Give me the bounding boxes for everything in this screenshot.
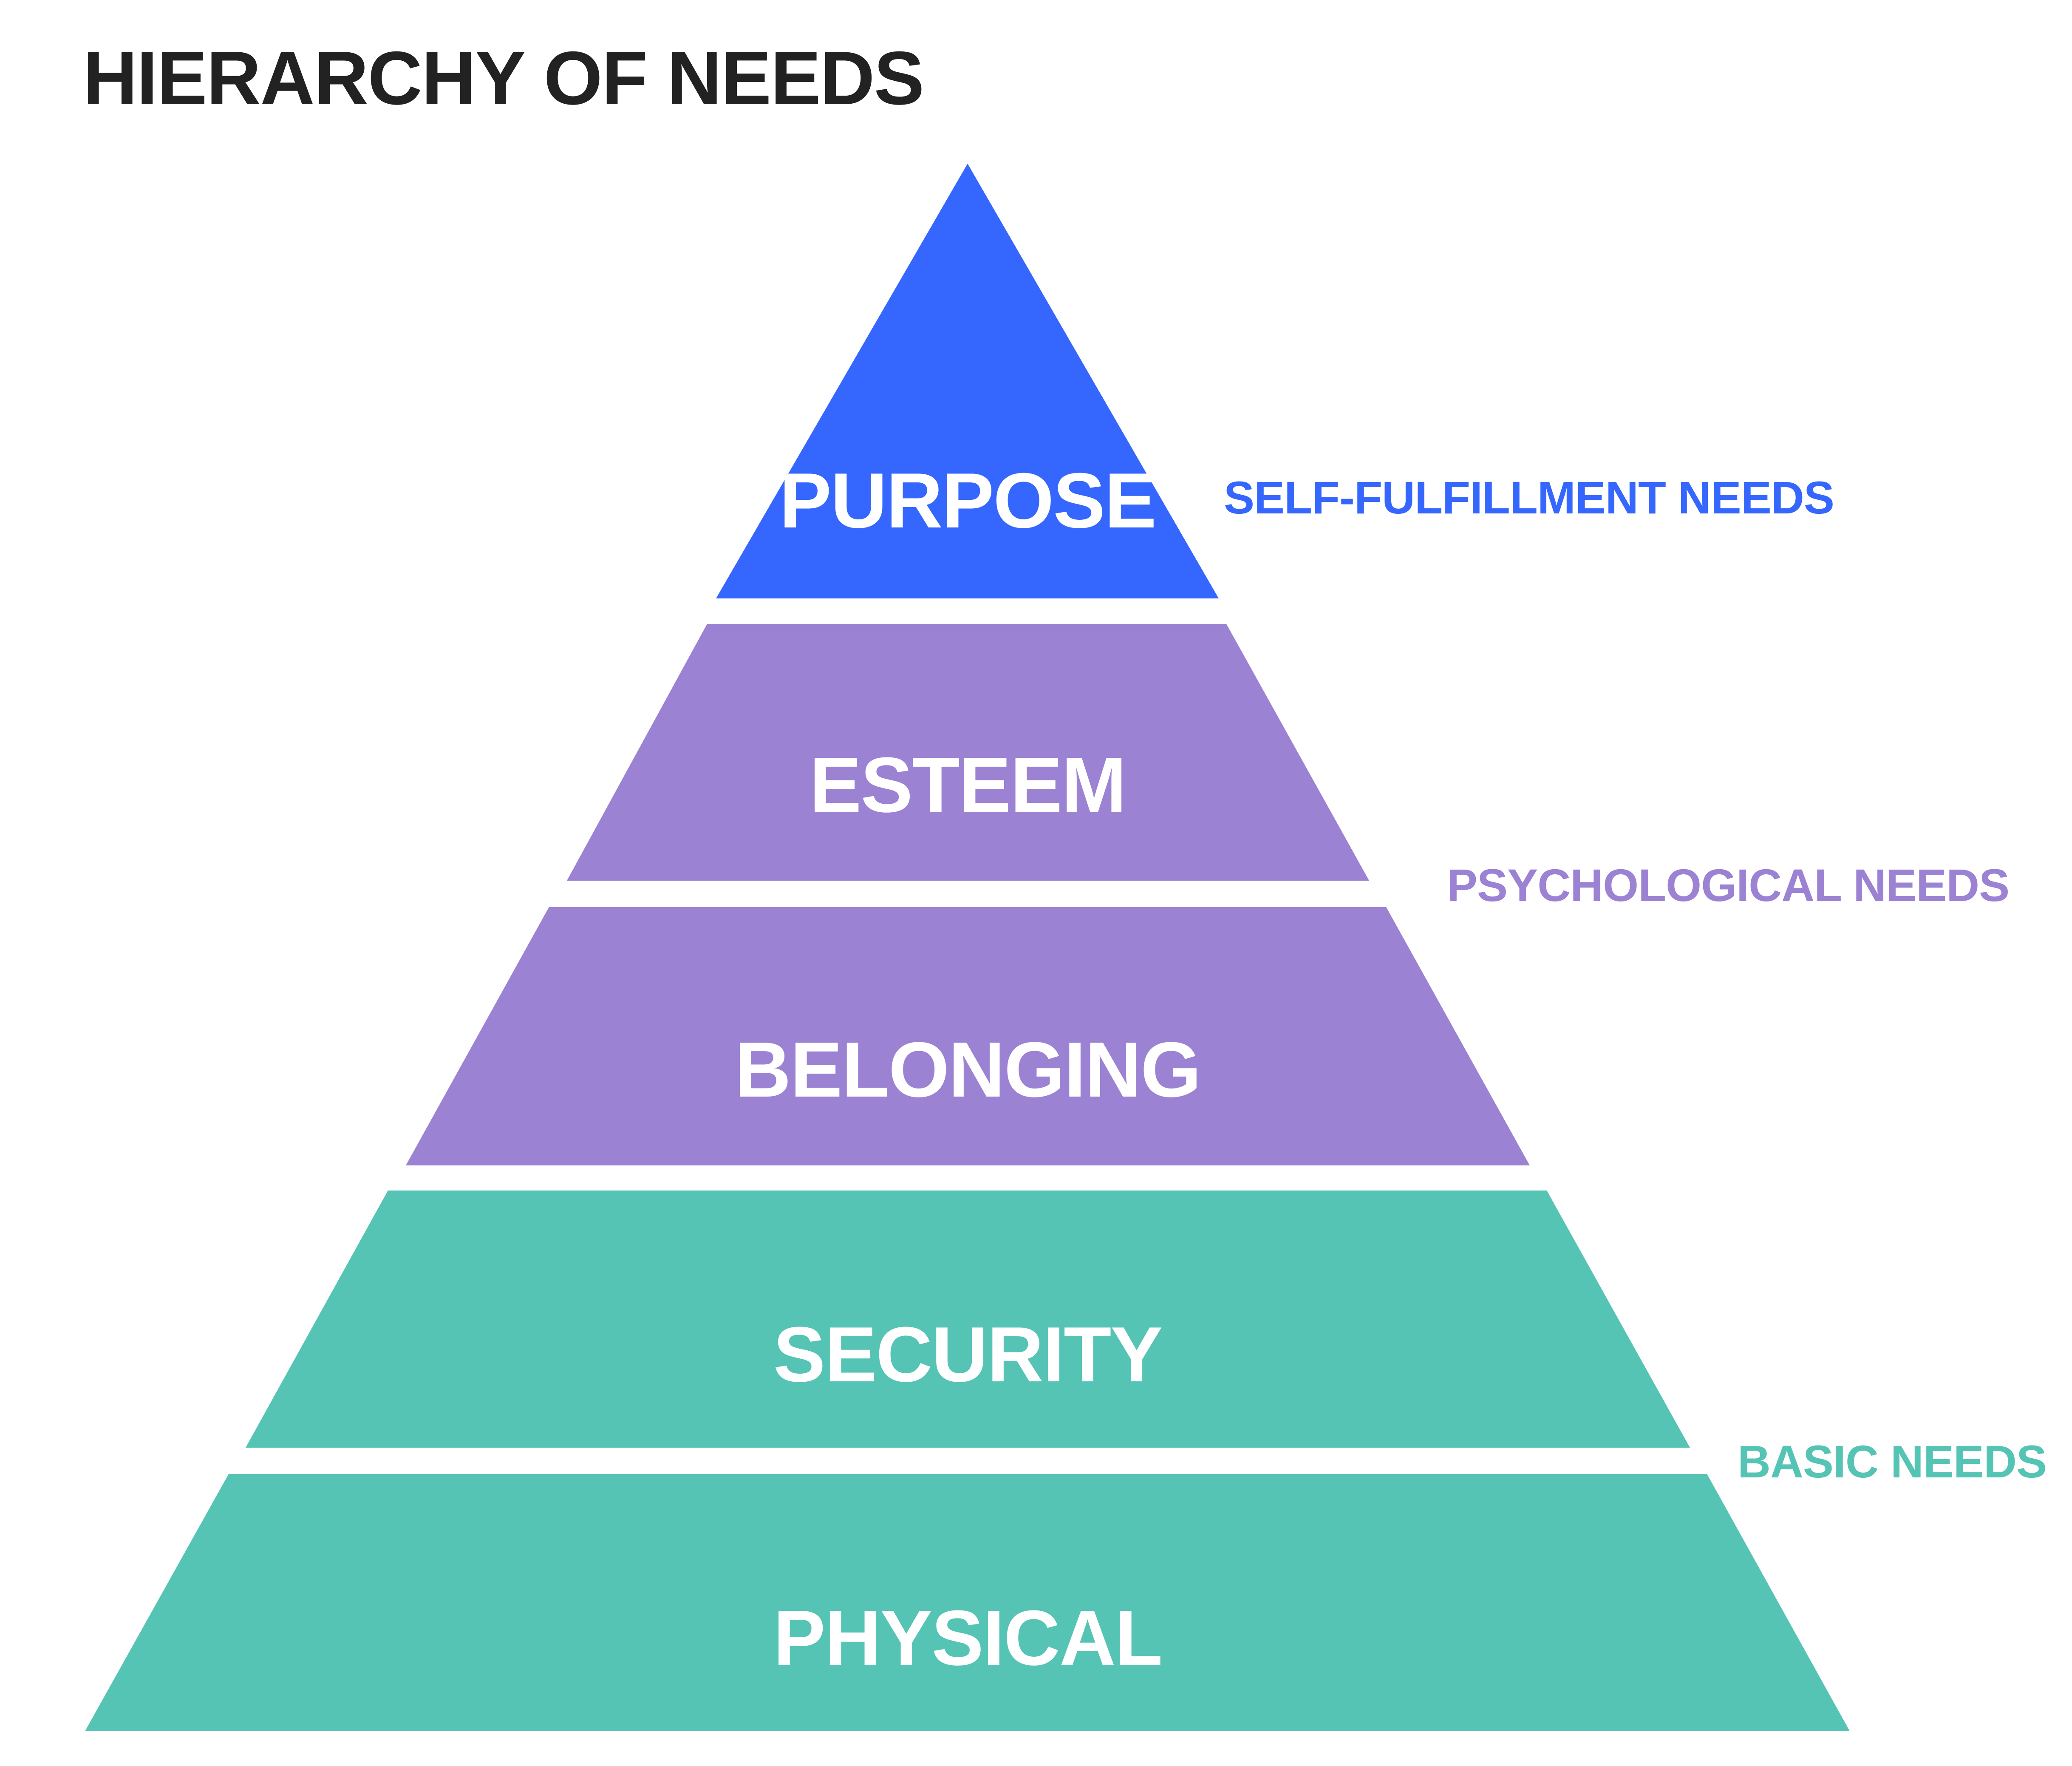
page-title: HIERARCHY OF NEEDS: [83, 36, 923, 120]
tier-purpose-label: PURPOSE: [779, 456, 1156, 544]
tier-esteem-label: ESTEEM: [810, 741, 1126, 828]
tier-physical-shape: [85, 1474, 1850, 1731]
tier-physical-label: PHYSICAL: [773, 1594, 1162, 1681]
tier-belonging-label: BELONGING: [735, 1026, 1200, 1113]
tier-belonging-shape: [406, 907, 1530, 1165]
tier-esteem-shape: [567, 624, 1369, 881]
group-label-psychological: PSYCHOLOGICAL NEEDS: [1447, 859, 2009, 911]
group-label-basic: BASIC NEEDS: [1738, 1436, 2047, 1487]
tier-security-label: SECURITY: [773, 1310, 1162, 1398]
tier-purpose-shape: [716, 164, 1219, 598]
group-label-self-fulfillment: SELF-FULFILLMENT NEEDS: [1224, 472, 1834, 523]
tier-security-shape: [246, 1191, 1690, 1448]
